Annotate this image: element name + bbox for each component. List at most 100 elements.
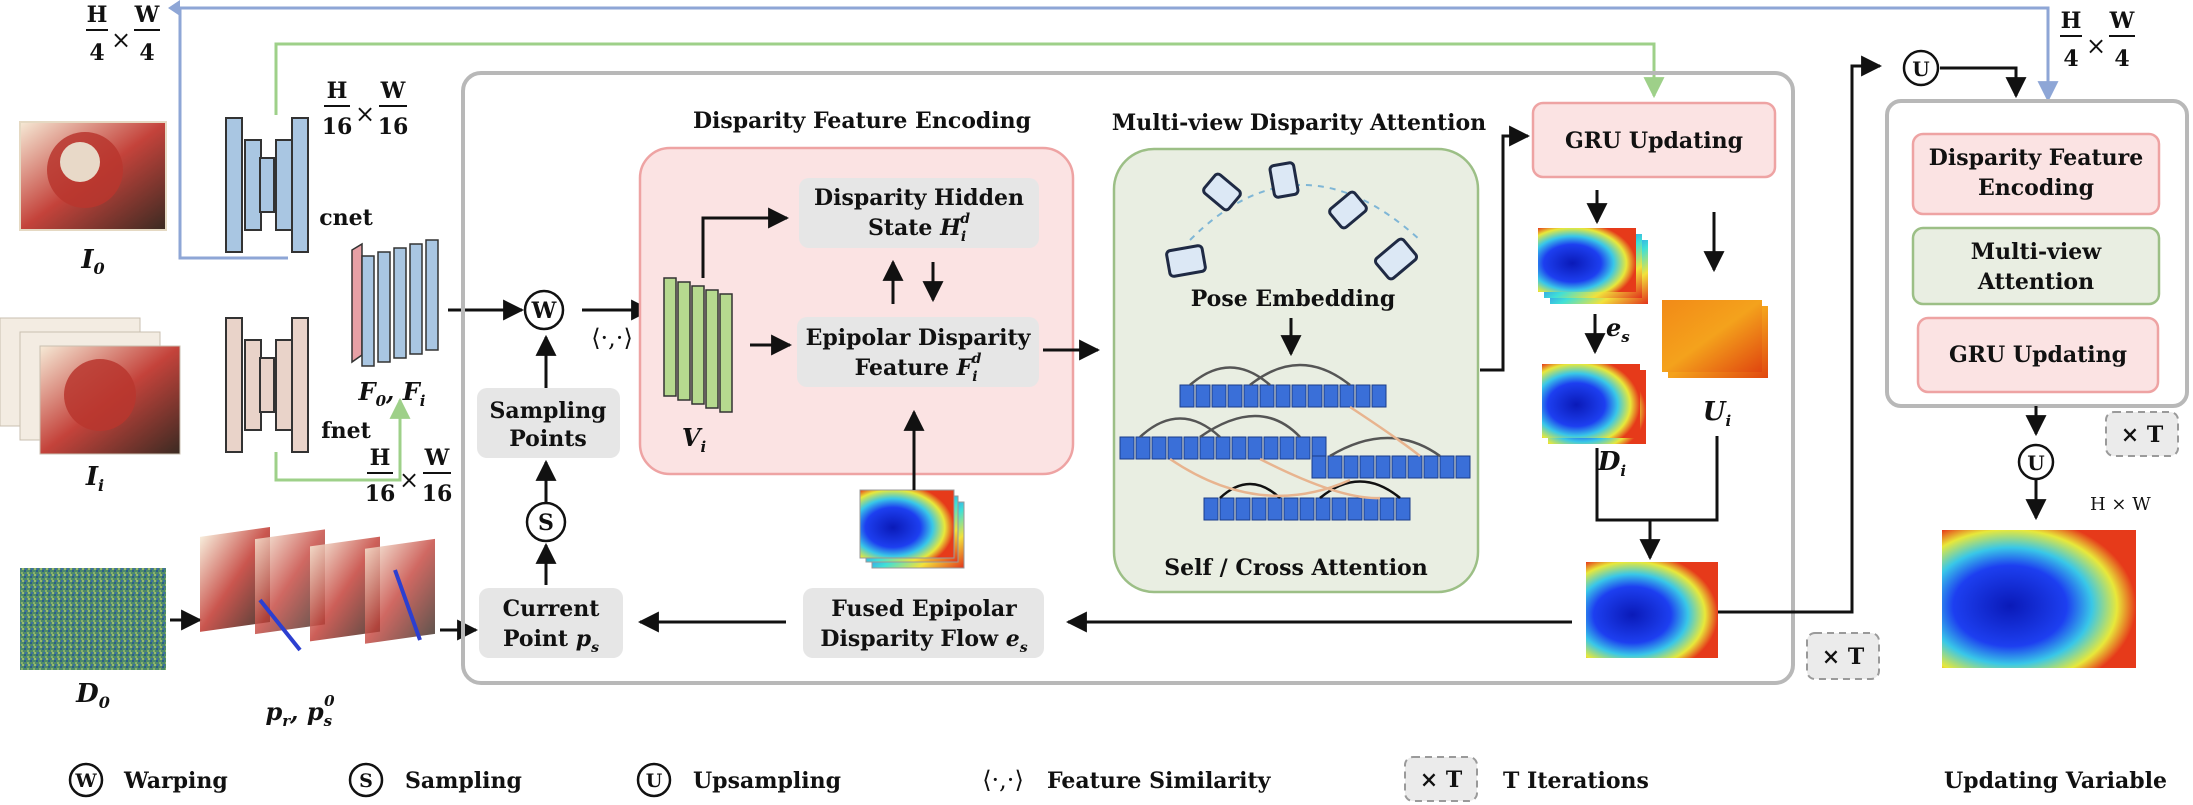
svg-text:Attention: Attention [1977, 269, 2094, 295]
svg-text:H: H [327, 78, 348, 104]
svg-text:Upsampling: Upsampling [693, 768, 841, 794]
label-d0: D0 [75, 679, 110, 712]
output-size-label: H × W [2090, 494, 2151, 515]
svg-text:W: W [424, 445, 450, 471]
label-ui: Ui [1703, 397, 1732, 430]
cnet-label: cnet [319, 205, 373, 231]
legend: W Warping S Sampling U Upsampling ⟨·,·⟩ … [68, 756, 2167, 802]
svg-text:T Iterations: T Iterations [1503, 768, 1649, 794]
di-map [1542, 364, 1646, 444]
svg-text:Sampling: Sampling [490, 398, 607, 424]
svg-text:U: U [2027, 451, 2044, 475]
svg-text:Disparity Flow es: Disparity Flow es [820, 626, 1027, 656]
right-dfe-block: Disparity Feature Encoding [1911, 132, 2161, 216]
svg-text:16: 16 [378, 114, 409, 140]
svg-text:W: W [531, 298, 557, 324]
attention-links [1139, 363, 1441, 500]
svg-text:Fused Epipolar: Fused Epipolar [831, 596, 1017, 622]
label-f0-fi: F0, Fi [358, 377, 426, 410]
svg-text:U: U [646, 770, 663, 792]
svg-text:×: × [2086, 32, 2106, 60]
svg-text:Feature Similarity: Feature Similarity [1047, 768, 1272, 794]
svg-text:16: 16 [422, 481, 453, 507]
fnet-label: fnet [321, 418, 371, 444]
dim-label-top-left: H 4 × W 4 [86, 2, 160, 66]
ui-map [1662, 300, 1768, 378]
svg-text:Points: Points [509, 426, 587, 452]
svg-text:× T: × T [1420, 767, 1463, 793]
svg-text:W: W [2109, 8, 2135, 34]
svg-text:× T: × T [1822, 644, 1865, 670]
svg-text:GRU Updating: GRU Updating [1565, 128, 1743, 154]
svg-text:S: S [359, 770, 373, 792]
self-cross-label: Self / Cross Attention [1164, 555, 1427, 581]
mva-title: Multi-view Disparity Attention [1112, 110, 1486, 136]
svg-text:GRU Updating: GRU Updating [1949, 342, 2127, 368]
dim-label-top-right: H 4 × W 4 [2060, 8, 2135, 72]
svg-text:H: H [87, 2, 108, 28]
svg-text:⟨·,·⟩: ⟨·,·⟩ [982, 766, 1024, 794]
dim-label-cnet: H 16 × W 16 [322, 78, 409, 140]
context-arrow-top [180, 6, 2059, 103]
attention-tokens [1119, 384, 1471, 521]
context-arrow-gru [274, 42, 1665, 115]
svg-text:Sampling: Sampling [405, 768, 522, 794]
svg-text:Warping: Warping [123, 768, 228, 794]
vi-feature-stack [663, 277, 733, 413]
svg-text:H: H [2061, 8, 2082, 34]
warp-op: W [523, 289, 565, 331]
svg-text:State Hid: State Hid [868, 211, 970, 245]
fnet-encoder [225, 317, 309, 453]
image-i0 [19, 121, 167, 231]
svg-text:Updating Variable: Updating Variable [1944, 768, 2167, 794]
svg-text:Disparity Hidden: Disparity Hidden [814, 185, 1024, 211]
updated-disparity-map [1586, 562, 1718, 658]
right-gru-block: GRU Updating [1916, 316, 2160, 394]
flow-thumbnail [859, 489, 965, 569]
upsample-op-right: U [2017, 443, 2055, 481]
image-warped-samples [200, 527, 435, 652]
label-i0: I0 [80, 245, 104, 278]
svg-text:×: × [355, 100, 375, 128]
svg-text:4: 4 [2063, 46, 2078, 72]
svg-text:Feature Fid: Feature Fid [855, 351, 982, 385]
label-ii: Ii [85, 462, 104, 495]
similarity-op: ⟨·,·⟩ [591, 324, 633, 352]
svg-text:16: 16 [322, 114, 353, 140]
svg-text:Disparity Feature: Disparity Feature [1929, 145, 2143, 171]
hidden-state-block: Disparity Hidden State Hid [799, 178, 1039, 248]
svg-text:×: × [111, 26, 131, 54]
image-d0-noise [20, 568, 166, 670]
svg-text:U: U [1912, 57, 1929, 81]
sample-op: S [525, 501, 567, 543]
label-di: Di [1597, 447, 1627, 480]
label-pr-ps: pr, ps0 [265, 692, 335, 730]
svg-text:16: 16 [365, 481, 396, 507]
final-disparity-map [1942, 530, 2136, 668]
svg-text:Point ps: Point ps [503, 626, 599, 656]
dfe-title: Disparity Feature Encoding [693, 108, 1031, 134]
svg-text:4: 4 [2114, 46, 2129, 72]
svg-text:Current: Current [503, 596, 601, 622]
svg-text:W: W [74, 770, 97, 792]
right-mva-block: Multi-view Attention [1911, 226, 2161, 306]
right-iterations-badge: × T [2105, 411, 2179, 457]
svg-text:Epipolar Disparity: Epipolar Disparity [806, 325, 1032, 351]
svg-text:4: 4 [139, 40, 154, 66]
svg-text:H: H [370, 445, 391, 471]
svg-text:Encoding: Encoding [1978, 175, 2094, 201]
label-vi: Vi [682, 423, 707, 456]
dim-label-fnet: H 16 × W 16 [365, 445, 453, 507]
svg-text:W: W [134, 2, 160, 28]
svg-text:S: S [538, 510, 554, 536]
svg-text:× T: × T [2121, 422, 2164, 448]
label-es: es [1606, 313, 1630, 346]
svg-text:×: × [399, 466, 419, 494]
epipolar-feature-block: Epipolar Disparity Feature Fid [797, 317, 1039, 387]
pose-embedding-label: Pose Embedding [1191, 286, 1396, 312]
svg-text:4: 4 [89, 40, 104, 66]
svg-text:W: W [380, 78, 406, 104]
iteration-container [461, 71, 1795, 685]
iterations-badge: × T [1806, 632, 1880, 680]
